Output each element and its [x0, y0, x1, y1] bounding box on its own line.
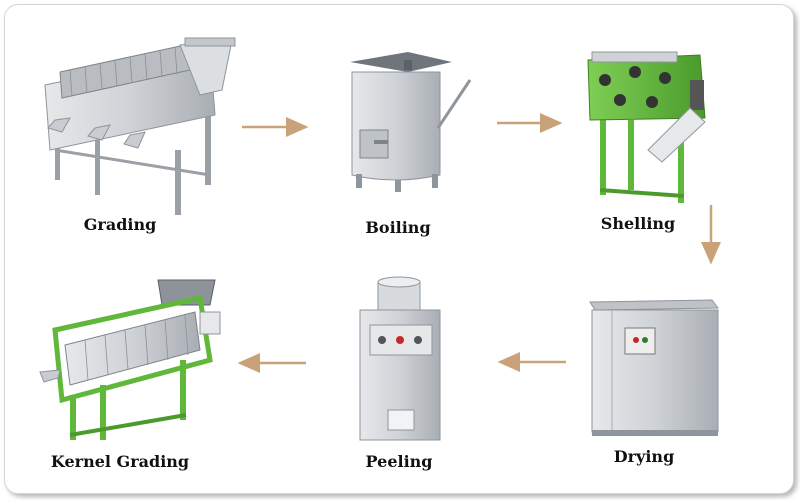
shelling-machine-image: [587, 51, 706, 203]
step-label-shelling: Shelling: [600, 214, 676, 233]
step-label-peeling: Peeling: [365, 452, 433, 471]
step-label-drying: Drying: [613, 447, 675, 466]
step-label-kernel-grading: Kernel Grading: [50, 452, 190, 471]
boiling-machine-image: [350, 52, 472, 192]
step-label-boiling: Boiling: [365, 218, 431, 237]
drying-machine-image: [589, 299, 719, 436]
kernel-grading-machine-image: [39, 279, 221, 440]
grading-machine-image: [44, 37, 236, 215]
step-label-grading: Grading: [83, 215, 157, 234]
peeling-machine-image: [359, 276, 441, 441]
